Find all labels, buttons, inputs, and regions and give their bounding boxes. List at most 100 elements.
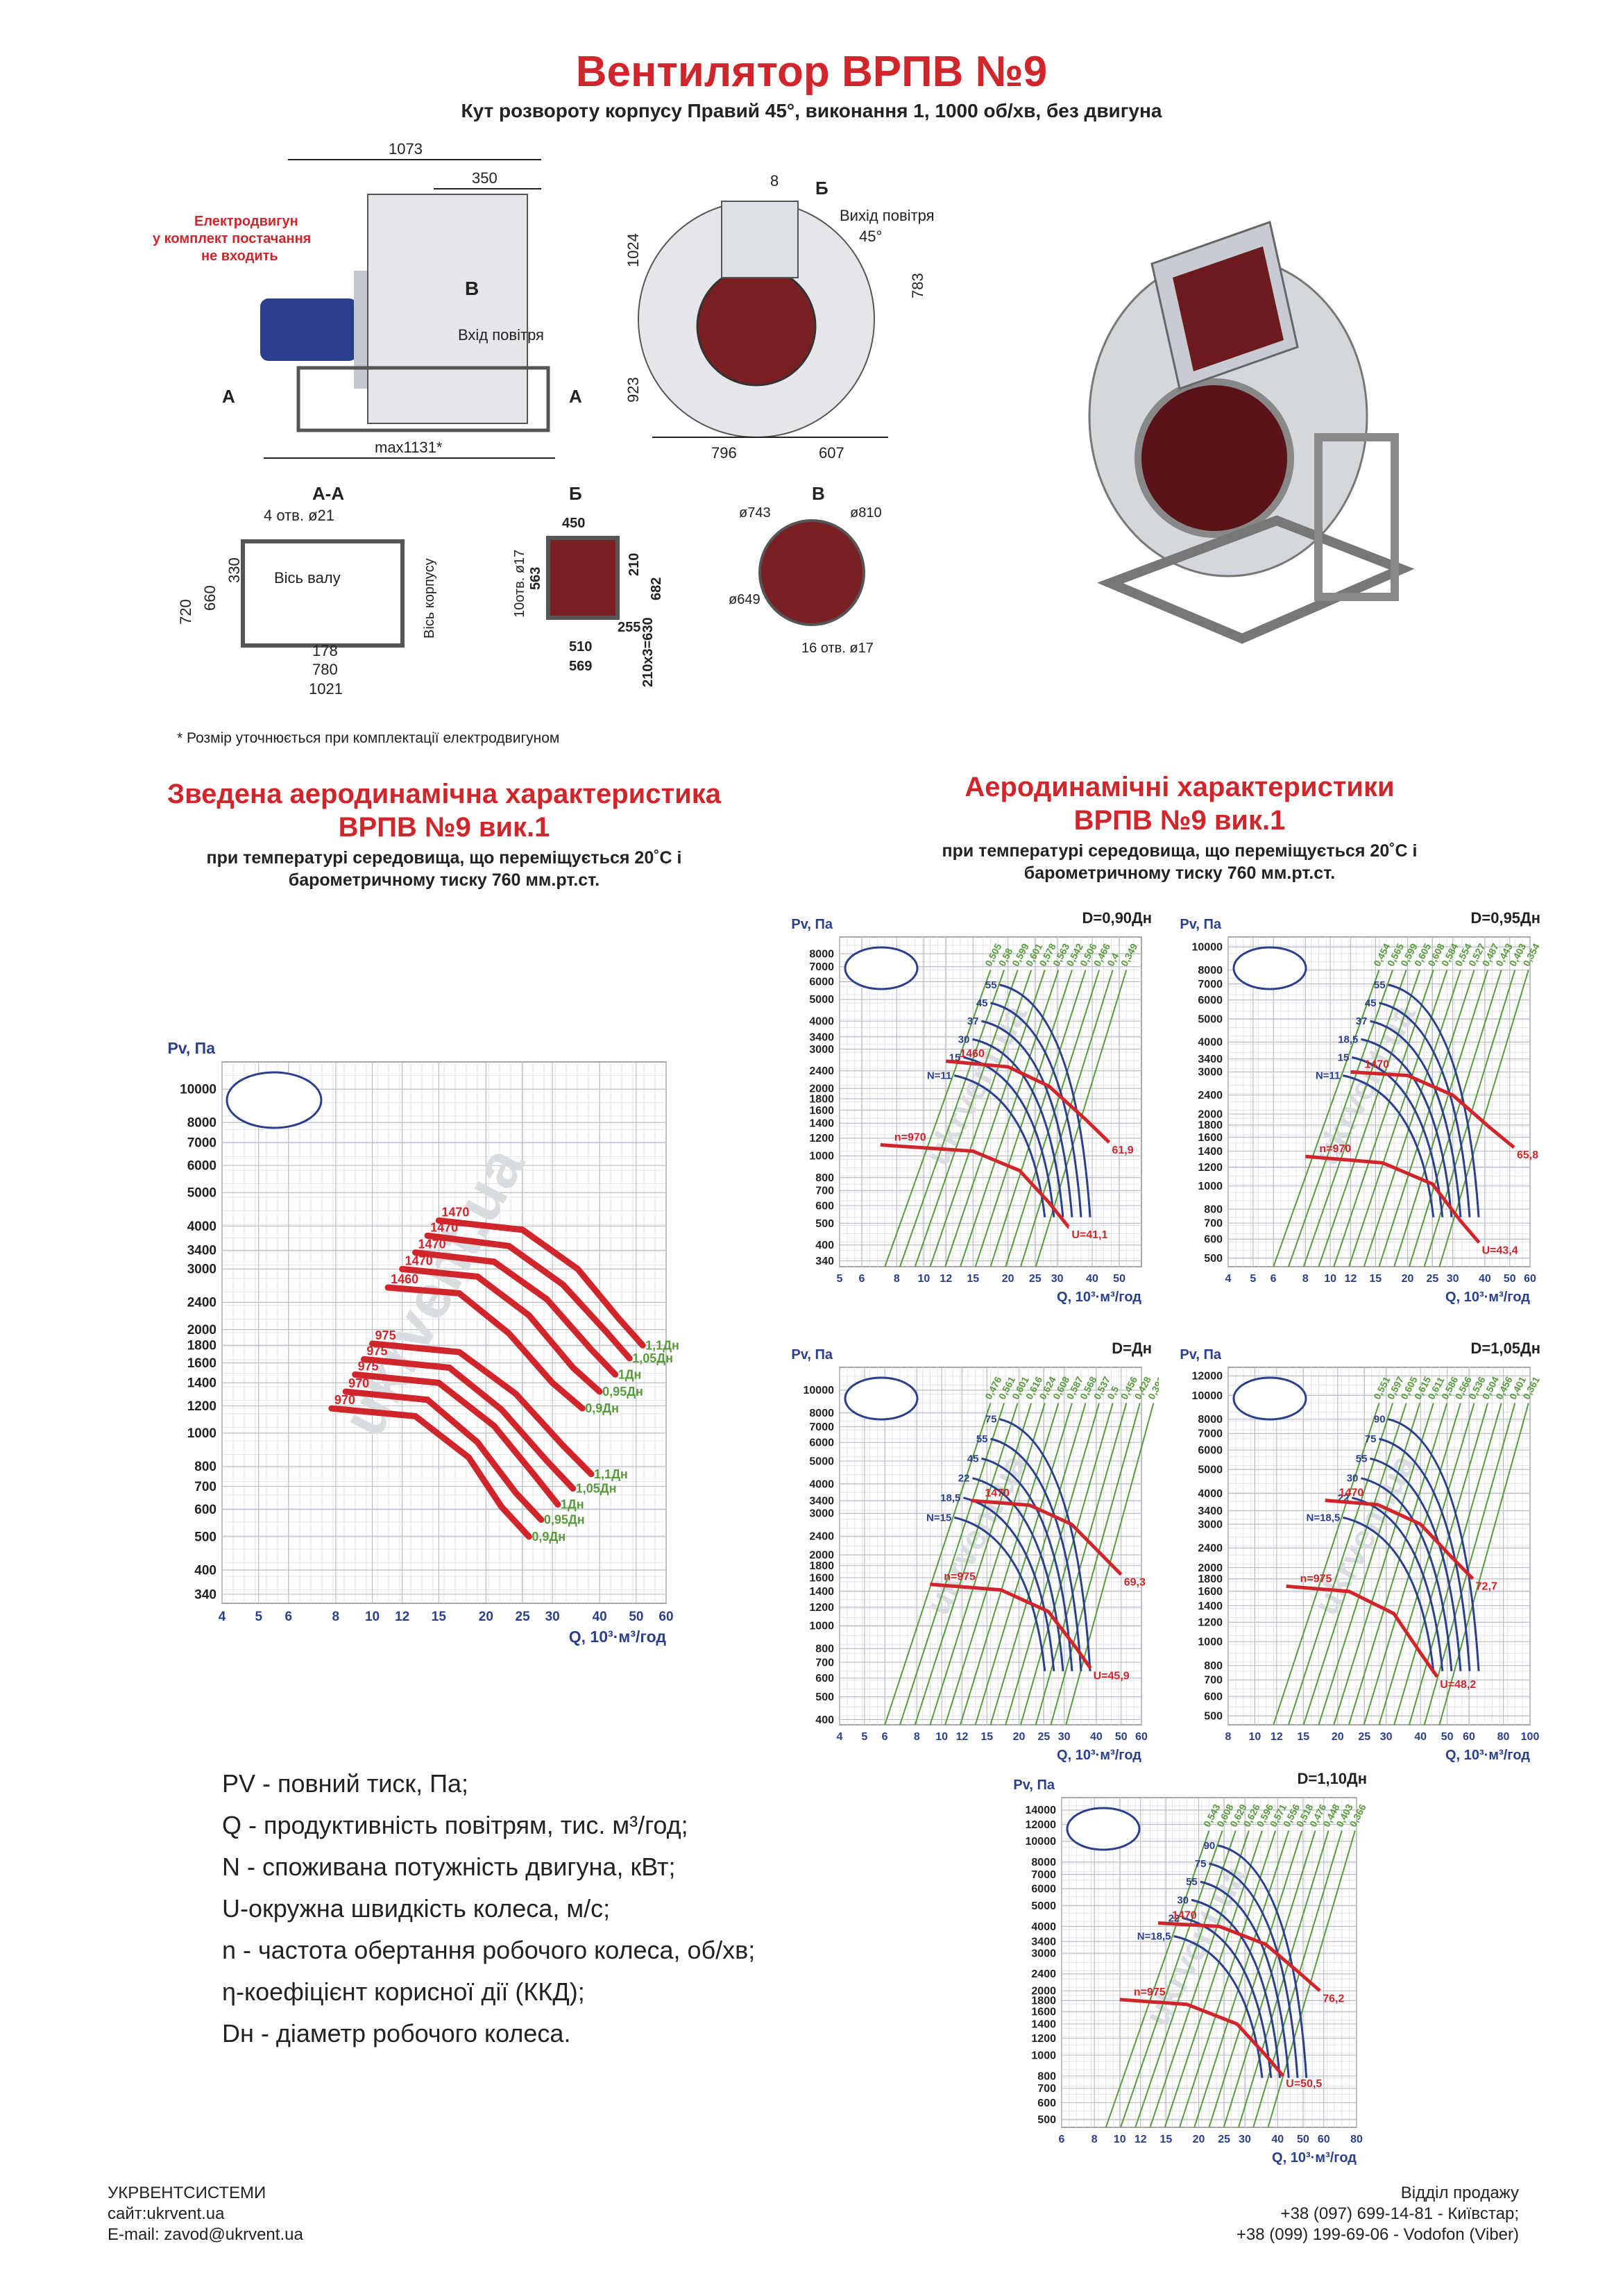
eta-line <box>1348 1403 1448 1725</box>
series-n-label: 1470 <box>405 1253 433 1267</box>
x-tick-label: 12 <box>395 1610 409 1624</box>
y-tick-label: 12000 <box>1192 1371 1223 1383</box>
y-tick-label: 3000 <box>187 1263 216 1277</box>
y-axis-label: Pv, Па <box>791 917 833 932</box>
aa-178: 178 <box>312 642 338 659</box>
phone-2[interactable]: +38 (099) 199-69-06 - Vodofon (Viber) <box>1236 2225 1519 2244</box>
y-tick-label: 1600 <box>809 1572 834 1584</box>
eta-line <box>1223 1830 1316 2128</box>
aa-330: 330 <box>226 557 243 583</box>
series-line <box>384 1284 586 1412</box>
power-curve <box>972 1477 1064 1671</box>
eta-line <box>1302 970 1407 1267</box>
y-tick-label: 6000 <box>1198 1445 1223 1457</box>
u-low-label: U=45,9 <box>1094 1671 1130 1682</box>
x-tick-label: 8 <box>894 1273 900 1285</box>
x-tick-label: 8 <box>1302 1273 1309 1285</box>
x-tick-label: 10 <box>935 1731 948 1743</box>
angle-45: 45° <box>859 228 882 245</box>
y-tick-label: 340 <box>194 1587 216 1602</box>
power-curve <box>1379 1002 1471 1217</box>
site-link[interactable]: сайт:ukrvent.ua <box>108 2204 225 2223</box>
aa-title: А-А <box>312 483 344 504</box>
legend-item: Dн - діаметр робочого колеса. <box>222 2019 571 2048</box>
y-tick-label: 8000 <box>809 948 834 960</box>
power-curve <box>1352 1056 1444 1217</box>
power-label: N=18,5 <box>1137 1931 1171 1943</box>
power-curve <box>999 984 1091 1217</box>
n-high-label: 1470 <box>1364 1058 1389 1070</box>
y-tick-label: 800 <box>1204 1660 1223 1672</box>
fan-housing-side <box>367 194 528 424</box>
eta-line <box>1378 1403 1475 1725</box>
y-tick-label: 1600 <box>1198 1586 1223 1598</box>
y-tick-label: 1000 <box>187 1426 216 1441</box>
power-label: N=11 <box>927 1070 951 1082</box>
y-tick-label: 1200 <box>187 1399 216 1414</box>
x-tick-label: 25 <box>1029 1273 1042 1285</box>
x-tick-label: 30 <box>1051 1273 1064 1285</box>
aa-holes: 4 отв. ø21 <box>264 507 334 524</box>
power-curve <box>981 1020 1073 1217</box>
y-tick-label: 2400 <box>187 1296 216 1310</box>
eta-line <box>1005 970 1101 1267</box>
eta-line <box>1149 1830 1250 2128</box>
u-high-label: 69,3 <box>1124 1577 1146 1589</box>
y-tick-label: 5000 <box>1031 1900 1056 1912</box>
aa-frame <box>241 539 405 648</box>
y-tick-label: 2000 <box>809 1550 834 1562</box>
power-curve <box>1191 1898 1281 2078</box>
y-tick-label: 1200 <box>809 1602 834 1614</box>
y-tick-label: 2400 <box>809 1531 834 1543</box>
eta-line <box>1333 1403 1434 1725</box>
n-low-curve <box>1286 1584 1439 1678</box>
y-tick-label: 2000 <box>1031 1986 1056 1998</box>
u-high-label: 72,7 <box>1476 1581 1497 1593</box>
y-tick-label: 6000 <box>809 977 834 988</box>
y-tick-label: 1000 <box>1198 1637 1223 1648</box>
y-tick-label: 8000 <box>809 1408 834 1419</box>
x-axis-label: Q, 10³·м³/год <box>1445 1748 1530 1763</box>
y-axis-label: Pv, Па <box>1013 1778 1055 1793</box>
eta-line <box>1378 970 1475 1267</box>
power-curve <box>1370 1020 1462 1217</box>
y-tick-label: 4000 <box>809 1478 834 1490</box>
x-tick-label: 40 <box>1086 1273 1098 1285</box>
power-curve <box>1379 1437 1471 1671</box>
y-axis-label: Pv, Па <box>1180 1347 1221 1362</box>
y-tick-label: 400 <box>815 1240 834 1251</box>
u-low-label: U=50,5 <box>1286 2078 1322 2090</box>
b-563: 563 <box>528 567 543 590</box>
eta-line <box>1348 970 1448 1267</box>
x-tick-label: 6 <box>1059 2134 1065 2145</box>
y-tick-label: 600 <box>194 1503 216 1517</box>
email-link[interactable]: E-mail: zavod@ukrvent.ua <box>108 2225 303 2244</box>
x-tick-label: 5 <box>1250 1273 1256 1285</box>
u-low-label: U=43,4 <box>1482 1244 1518 1256</box>
page-subtitle: Кут розвороту корпусу Правий 45°, викона… <box>461 100 1162 121</box>
x-tick-label: 80 <box>1497 1731 1510 1743</box>
series-n-label: 975 <box>366 1344 387 1358</box>
series-name-label: 0,9Дн <box>532 1530 566 1544</box>
y-tick-label: 1800 <box>809 1093 834 1105</box>
y-tick-label: 500 <box>194 1530 216 1544</box>
x-tick-label: 60 <box>1524 1273 1536 1285</box>
eta-line <box>989 1403 1087 1725</box>
power-label: 90 <box>1374 1414 1386 1426</box>
x-tick-label: 100 <box>1521 1731 1540 1743</box>
y-tick-label: 1200 <box>1031 2033 1056 2045</box>
power-label: 30 <box>958 1033 970 1045</box>
impeller <box>696 266 817 387</box>
x-tick-label: 25 <box>1358 1731 1370 1743</box>
aa-660: 660 <box>201 585 219 611</box>
y-tick-label: 5000 <box>809 1455 834 1467</box>
power-curve <box>963 1496 1055 1671</box>
eta-line <box>1288 970 1394 1267</box>
x-tick-label: 40 <box>1090 1731 1103 1743</box>
series-n-label: 975 <box>358 1359 379 1373</box>
phone-1[interactable]: +38 (097) 699-14-81 - Київстар; <box>1280 2204 1519 2223</box>
y-tick-label: 700 <box>194 1480 216 1494</box>
x-tick-label: 25 <box>516 1610 531 1624</box>
y-tick-label: 1000 <box>1198 1181 1223 1192</box>
